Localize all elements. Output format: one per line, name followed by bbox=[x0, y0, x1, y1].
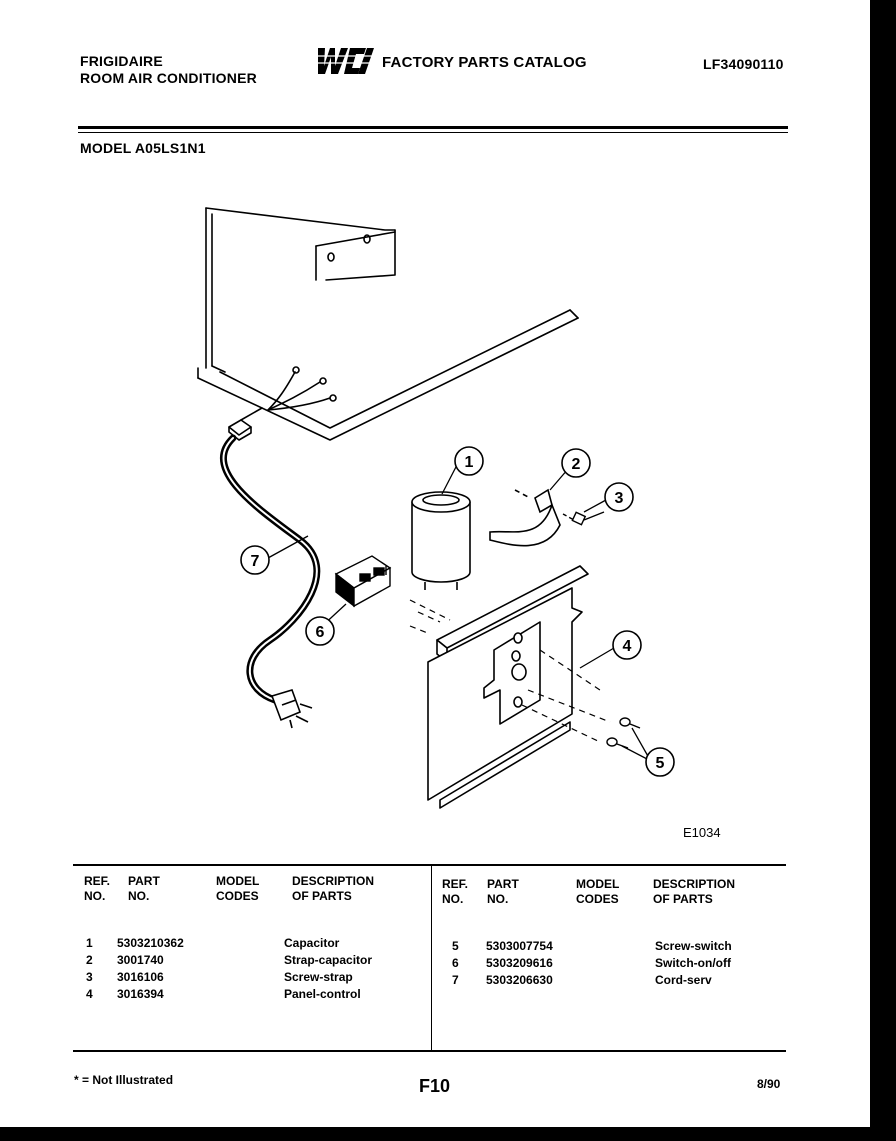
row-part: 3016394 bbox=[117, 987, 164, 1001]
table-top-rule bbox=[73, 864, 786, 866]
row-ref: 6 bbox=[452, 956, 459, 970]
row-part: 5303210362 bbox=[117, 936, 184, 950]
row-part: 5303209616 bbox=[486, 956, 553, 970]
footnote: * = Not Illustrated bbox=[74, 1073, 174, 1087]
row-ref: 4 bbox=[86, 987, 93, 1001]
row-part: 3001740 bbox=[117, 953, 164, 967]
svg-text:7: 7 bbox=[251, 553, 260, 570]
cabinet-housing bbox=[197, 207, 579, 441]
header-ref-right: REF.NO. bbox=[442, 877, 469, 906]
svg-text:1: 1 bbox=[465, 454, 474, 471]
header-rule-thin bbox=[78, 132, 788, 133]
switch-part bbox=[334, 555, 392, 608]
power-cord bbox=[220, 434, 321, 704]
row-desc: Switch-on/off bbox=[655, 956, 731, 970]
switch-screw-parts bbox=[606, 717, 641, 749]
row-desc: Screw-switch bbox=[655, 939, 732, 953]
callout-4: 4 bbox=[612, 630, 642, 660]
product-type: ROOM AIR CONDITIONER bbox=[80, 70, 257, 86]
row-desc: Capacitor bbox=[284, 936, 340, 950]
svg-text:4: 4 bbox=[623, 638, 632, 655]
catalog-date: 8/90 bbox=[757, 1077, 781, 1091]
power-plug bbox=[270, 689, 313, 729]
figure-id: E1034 bbox=[683, 825, 721, 840]
capacitor-part bbox=[411, 491, 471, 590]
row-desc: Strap-capacitor bbox=[284, 953, 373, 967]
page-number: F10 bbox=[419, 1076, 451, 1096]
callout-1: 1 bbox=[454, 446, 484, 476]
row-part: 3016106 bbox=[117, 970, 164, 984]
brand-name: FRIGIDAIRE bbox=[80, 53, 163, 69]
exploded-parts-diagram: 1 2 3 4 5 6 7 bbox=[197, 207, 675, 809]
catalog-page: FRIGIDAIRE ROOM AIR CONDITIONER FACTORY … bbox=[0, 0, 870, 1127]
control-panel-part bbox=[427, 565, 589, 809]
svg-text:2: 2 bbox=[572, 456, 581, 473]
row-ref: 5 bbox=[452, 939, 459, 953]
row-ref: 3 bbox=[86, 970, 93, 984]
model-number: MODEL A05LS1N1 bbox=[80, 140, 206, 156]
wire-harness bbox=[267, 366, 337, 411]
table-divider bbox=[431, 866, 432, 1050]
row-desc: Panel-control bbox=[284, 987, 361, 1001]
header-rule bbox=[78, 126, 788, 129]
cord-connector bbox=[228, 407, 263, 441]
callout-2: 2 bbox=[561, 448, 591, 478]
row-ref: 1 bbox=[86, 936, 93, 950]
wci-logo bbox=[312, 48, 376, 74]
callout-7: 7 bbox=[240, 545, 270, 575]
table-bottom-rule bbox=[73, 1050, 786, 1052]
svg-text:5: 5 bbox=[656, 755, 665, 772]
row-desc: Screw-strap bbox=[284, 970, 353, 984]
catalog-title: FACTORY PARTS CATALOG bbox=[382, 54, 587, 71]
callout-5: 5 bbox=[645, 747, 675, 777]
callout-3: 3 bbox=[604, 482, 634, 512]
strap-screw-part bbox=[562, 511, 605, 526]
row-part: 5303007754 bbox=[486, 939, 553, 953]
row-ref: 2 bbox=[86, 953, 93, 967]
catalog-number: LF34090110 bbox=[703, 56, 784, 72]
header-ref: REF.NO. bbox=[84, 874, 111, 903]
callout-6: 6 bbox=[305, 616, 335, 646]
svg-text:6: 6 bbox=[316, 624, 325, 641]
row-ref: 7 bbox=[452, 973, 459, 987]
strap-part bbox=[489, 488, 561, 547]
row-desc: Cord-serv bbox=[655, 973, 712, 987]
row-part: 5303206630 bbox=[486, 973, 553, 987]
svg-text:3: 3 bbox=[615, 490, 624, 507]
